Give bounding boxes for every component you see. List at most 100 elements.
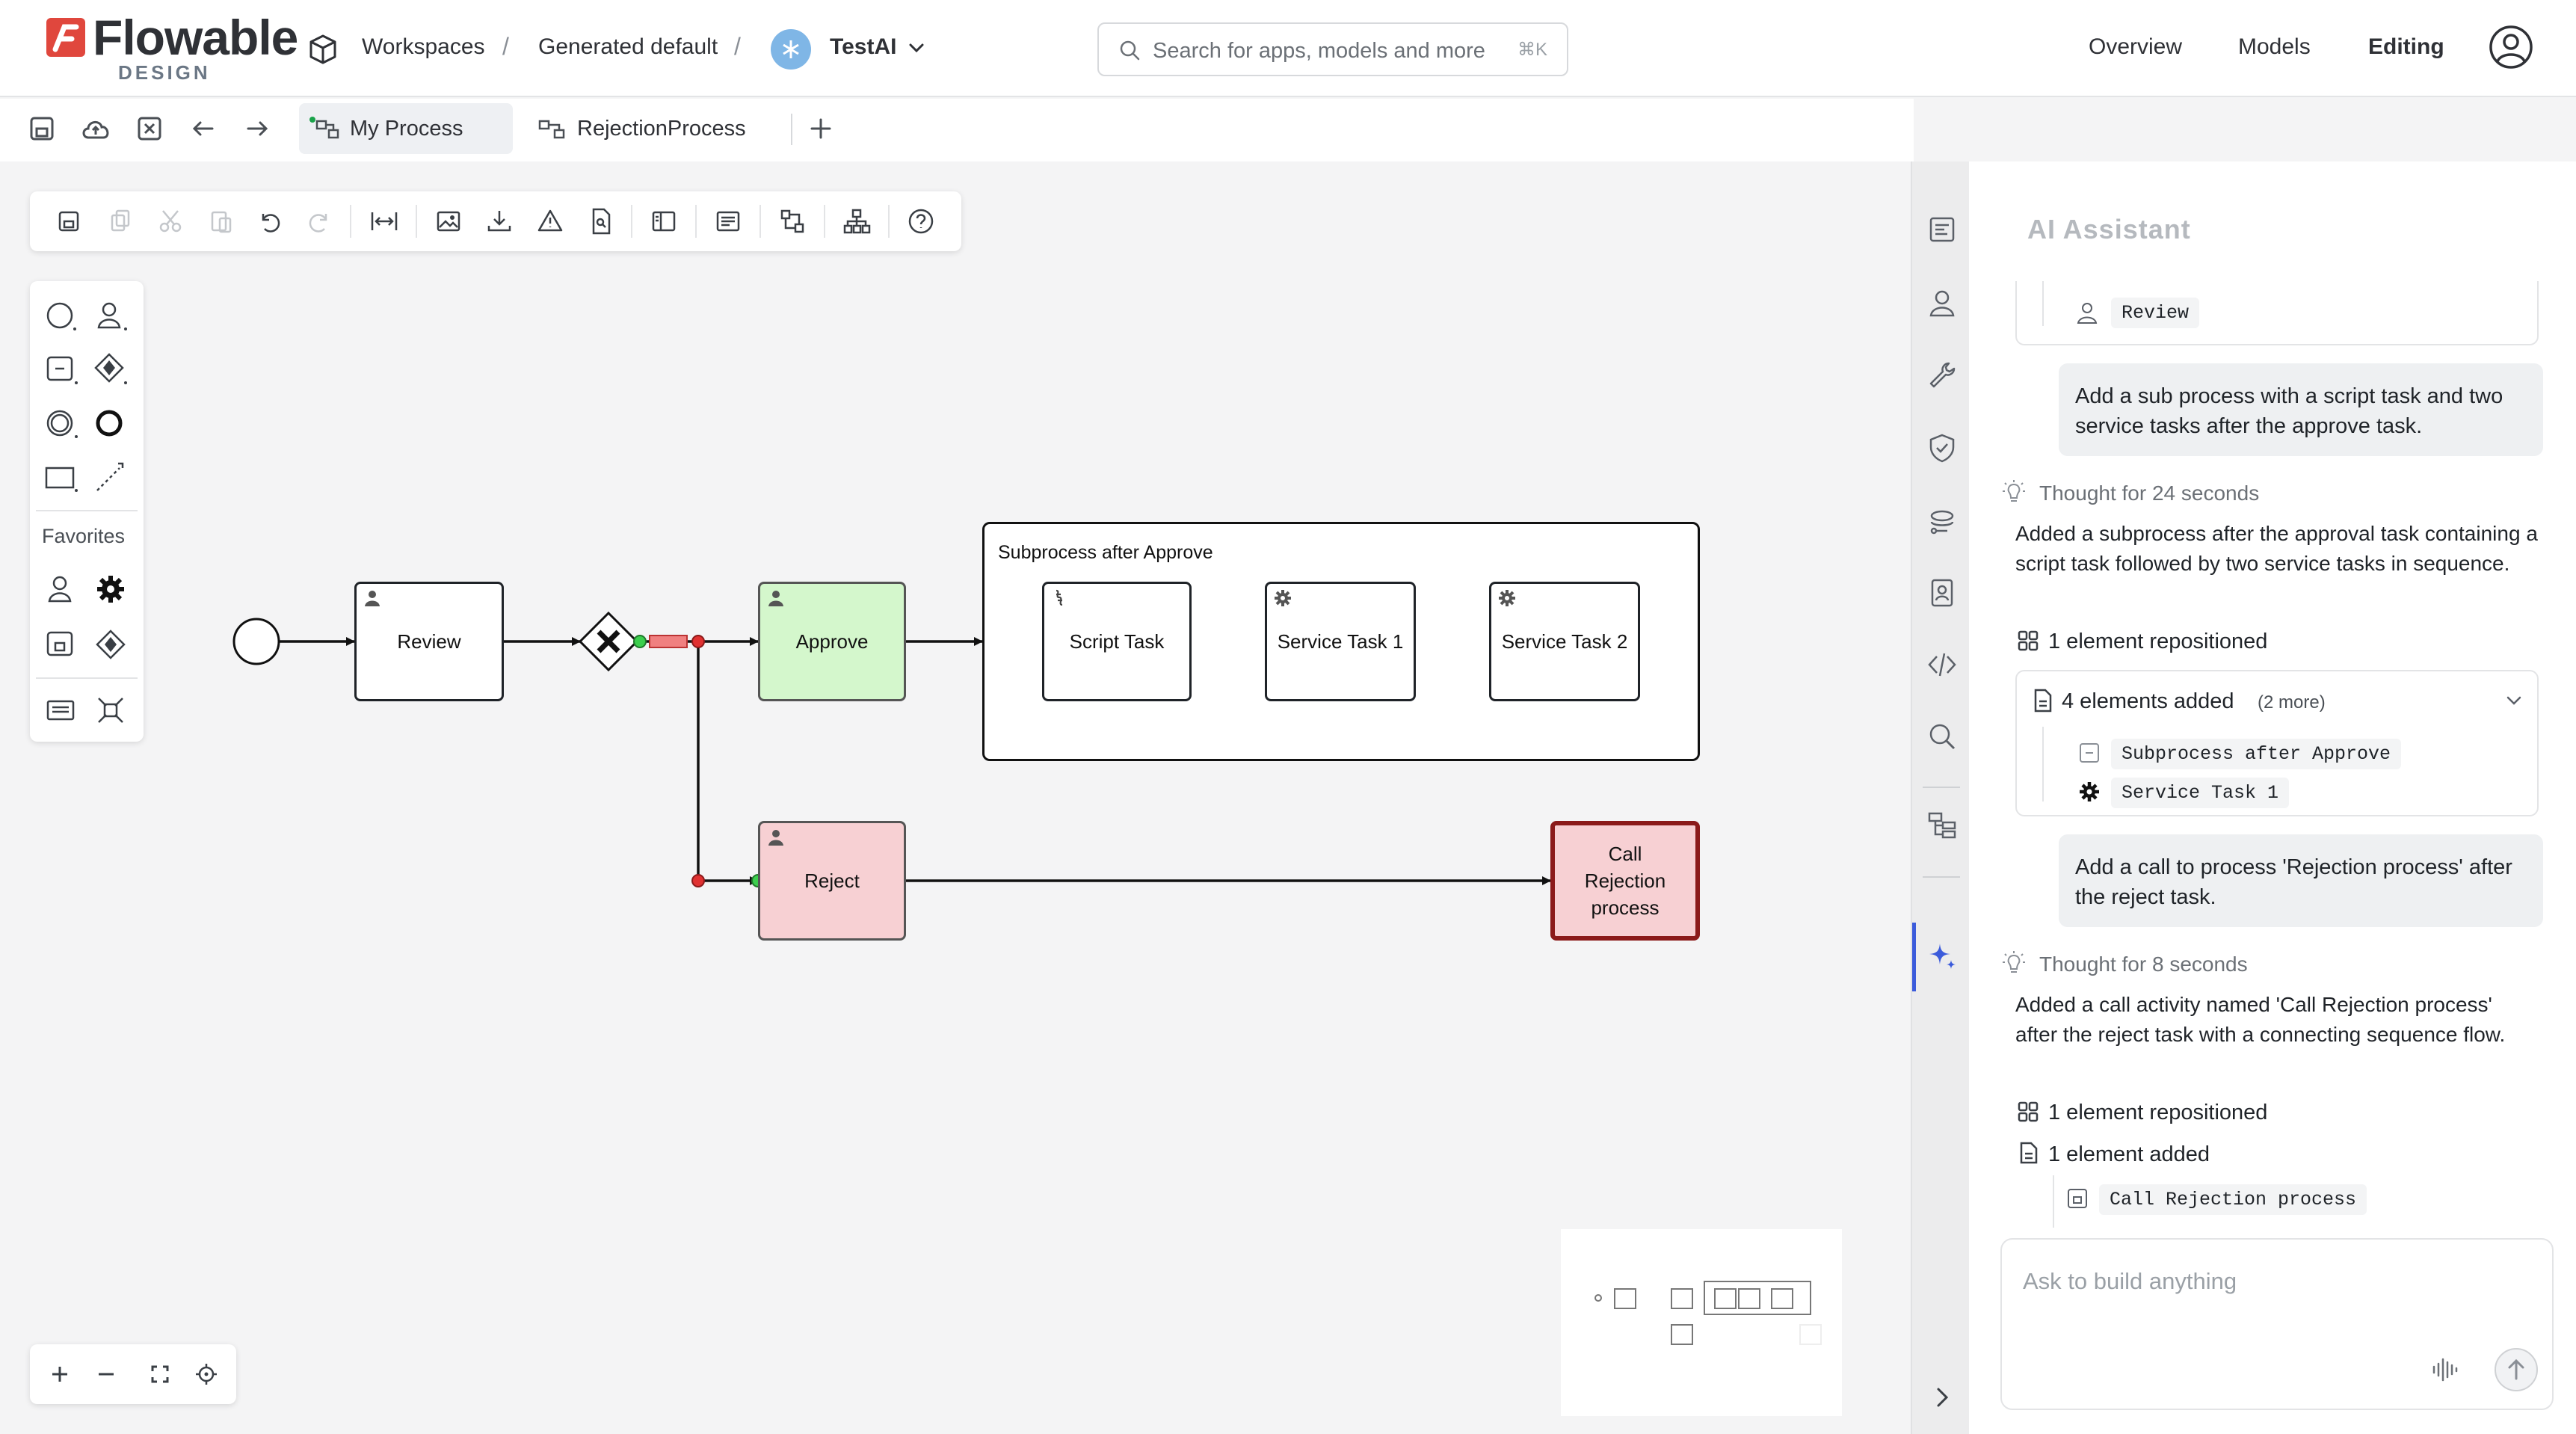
- element-chip[interactable]: Call Rejection process: [2099, 1184, 2367, 1215]
- copy-icon[interactable]: [105, 206, 135, 236]
- zoom-in-icon[interactable]: [45, 1359, 75, 1389]
- minimap[interactable]: [1561, 1229, 1842, 1416]
- modeler-canvas[interactable]: Favorites: [0, 161, 1911, 1434]
- reject-user-task[interactable]: Reject: [758, 821, 906, 941]
- document-search-icon[interactable]: [586, 206, 616, 236]
- task-label: Call Rejection process: [1584, 843, 1666, 919]
- fit-to-screen-icon[interactable]: [145, 1359, 175, 1389]
- thought-duration[interactable]: Thought for 8 seconds: [2039, 953, 2248, 976]
- wrench-icon[interactable]: [1926, 359, 1958, 390]
- cut-icon[interactable]: [155, 206, 185, 236]
- data-flow-icon[interactable]: [1926, 505, 1958, 537]
- chevron-down-icon[interactable]: [2503, 689, 2525, 712]
- help-icon[interactable]: [906, 206, 936, 236]
- connector-palette-icon[interactable]: [93, 459, 129, 495]
- script-task[interactable]: Script Task: [1042, 582, 1192, 701]
- task-label: Service Task 2: [1501, 630, 1628, 653]
- save-model-icon[interactable]: [27, 114, 57, 144]
- close-model-icon[interactable]: [135, 114, 164, 144]
- redo-icon[interactable]: [305, 206, 335, 236]
- favorite-user-task-icon[interactable]: [43, 571, 79, 607]
- composer-input-placeholder[interactable]: Ask to build anything: [2023, 1268, 2237, 1294]
- end-event-palette-icon[interactable]: [93, 405, 129, 441]
- properties-panel-icon[interactable]: [1926, 214, 1958, 245]
- send-arrow-icon[interactable]: [2494, 1347, 2539, 1392]
- user-icon[interactable]: [1926, 287, 1958, 319]
- group-palette-icon[interactable]: [43, 459, 79, 495]
- user-icon: [365, 591, 380, 606]
- form-list-icon[interactable]: [713, 206, 743, 236]
- arrow-right-icon[interactable]: [242, 114, 272, 144]
- start-event-palette-icon[interactable]: [43, 298, 79, 333]
- warning-icon[interactable]: [535, 206, 565, 236]
- undo-icon[interactable]: [254, 206, 284, 236]
- thought-duration[interactable]: Thought for 24 seconds: [2039, 481, 2260, 505]
- code-icon[interactable]: [1926, 649, 1958, 680]
- chevron-down-icon[interactable]: [906, 37, 927, 58]
- search-icon[interactable]: [1926, 721, 1958, 752]
- highlighted-flow-segment[interactable]: [649, 635, 688, 648]
- breadcrumb-generated-default[interactable]: Generated default: [538, 34, 718, 59]
- auto-layout-icon[interactable]: [842, 206, 872, 236]
- intermediate-event-palette-icon[interactable]: [43, 405, 79, 441]
- elements-added-count: 4 elements added: [2062, 689, 2234, 713]
- contact-card-icon[interactable]: [1926, 577, 1958, 609]
- tree-structure-icon[interactable]: [1926, 809, 1958, 840]
- breadcrumb-separator: /: [734, 33, 741, 60]
- call-rejection-process-activity[interactable]: Call Rejection process: [1550, 821, 1700, 941]
- flow-gateway-reject[interactable]: [697, 641, 759, 885]
- element-chip[interactable]: Subprocess after Approve: [2111, 739, 2402, 769]
- document-icon: [2032, 688, 2054, 713]
- user-task-icon: [2074, 299, 2101, 326]
- favorite-service-task-gear-icon[interactable]: [93, 571, 129, 607]
- image-export-icon[interactable]: [434, 206, 463, 236]
- nav-overview[interactable]: Overview: [2089, 34, 2183, 59]
- shield-check-icon[interactable]: [1926, 432, 1958, 464]
- flowable-logo-icon[interactable]: [45, 16, 87, 58]
- flow-handle-red[interactable]: [691, 635, 705, 648]
- zoom-out-icon[interactable]: [91, 1359, 121, 1389]
- global-search-input[interactable]: Search for apps, models and more ⌘K: [1097, 22, 1568, 76]
- element-chip[interactable]: Service Task 1: [2111, 778, 2290, 808]
- element-chip[interactable]: Review: [2111, 298, 2200, 328]
- subprocess-palette-icon[interactable]: [43, 351, 79, 387]
- download-icon[interactable]: [484, 206, 514, 236]
- breadcrumb-workspaces[interactable]: Workspaces: [362, 34, 485, 59]
- collapse-expand-icon[interactable]: [93, 692, 129, 728]
- tab-rejection-process[interactable]: RejectionProcess: [526, 103, 780, 154]
- panel-layout-icon[interactable]: [649, 206, 679, 236]
- save-icon[interactable]: [54, 206, 84, 236]
- add-tab-plus-icon[interactable]: [806, 114, 836, 144]
- tab-my-process[interactable]: My Process: [299, 103, 513, 154]
- gateway-palette-icon[interactable]: [93, 351, 129, 387]
- publish-cloud-icon[interactable]: [79, 114, 112, 144]
- assistant-composer[interactable]: Ask to build anything: [2000, 1238, 2554, 1410]
- elements-added-card[interactable]: 4 elements added (2 more) Subprocess aft…: [2015, 670, 2539, 816]
- start-event[interactable]: [232, 618, 280, 665]
- service-task-1[interactable]: Service Task 1: [1265, 582, 1416, 701]
- paste-icon[interactable]: [206, 206, 236, 236]
- tree-line: [2042, 727, 2044, 801]
- route-connect-icon[interactable]: [777, 206, 807, 236]
- service-task-2[interactable]: Service Task 2: [1489, 582, 1640, 701]
- user-task-palette-icon[interactable]: [93, 298, 129, 333]
- text-annotation-icon[interactable]: [43, 692, 79, 728]
- nav-models[interactable]: Models: [2238, 34, 2311, 59]
- fit-width-icon[interactable]: [369, 206, 399, 236]
- approve-user-task[interactable]: Approve: [758, 582, 906, 701]
- center-target-icon[interactable]: [191, 1359, 221, 1389]
- favorite-call-activity-icon[interactable]: [43, 627, 79, 662]
- voice-waveform-icon[interactable]: [2429, 1353, 2462, 1386]
- gear-icon: [1275, 590, 1291, 606]
- favorite-gateway-icon[interactable]: [93, 627, 129, 662]
- review-user-task[interactable]: Review: [354, 582, 504, 701]
- ai-sparkle-icon[interactable]: [1926, 941, 1958, 972]
- breadcrumb-app[interactable]: TestAI: [830, 34, 897, 59]
- arrow-left-icon[interactable]: [188, 114, 218, 144]
- exclusive-gateway[interactable]: [578, 611, 639, 672]
- chevron-right-icon[interactable]: [1926, 1382, 1958, 1413]
- user-account-icon[interactable]: [2488, 24, 2534, 70]
- flow-handle-red[interactable]: [691, 874, 705, 887]
- flow-handle-green[interactable]: [633, 635, 647, 648]
- nav-editing[interactable]: Editing: [2368, 34, 2444, 59]
